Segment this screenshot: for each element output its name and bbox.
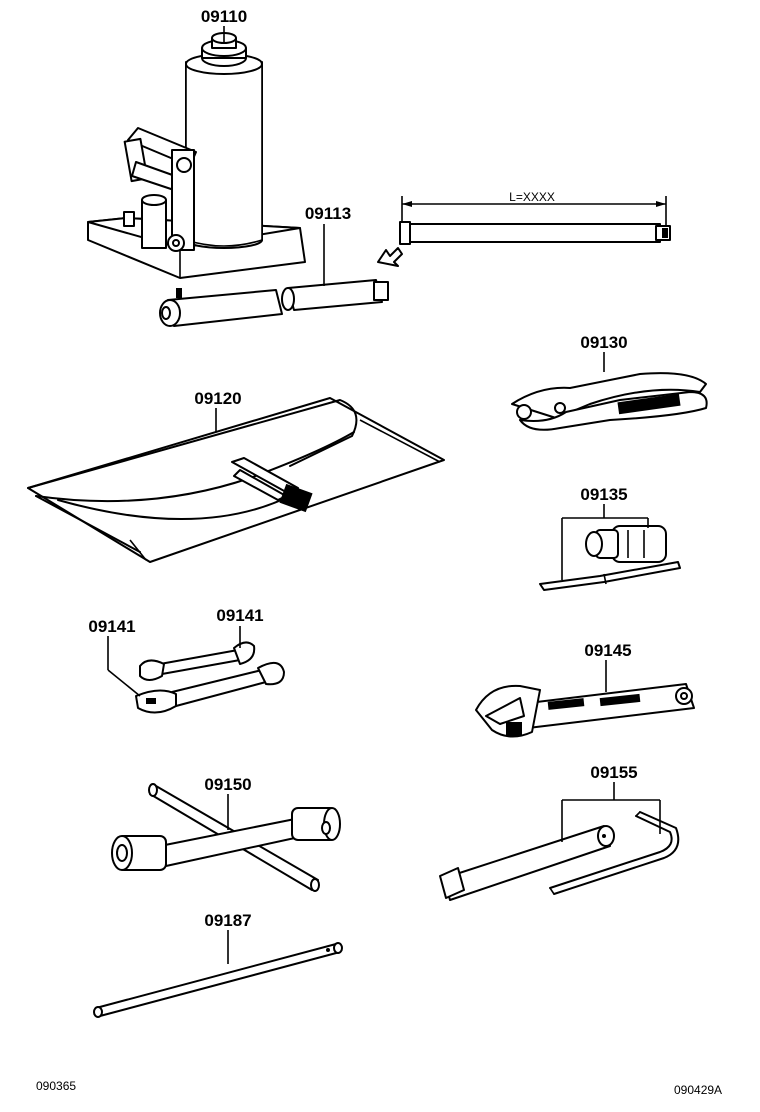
leader-lines: [107, 26, 661, 964]
part-number-labels: 09110 09113 09120 09130 09135 09141 0914…: [88, 7, 637, 930]
open-end-wrenches-illustration: [135, 641, 285, 714]
footer: 090365 090429A: [36, 1079, 722, 1097]
part-label-adjustable-wrench: 09145: [584, 641, 631, 660]
lug-wrench-illustration: [111, 783, 341, 892]
pliers-illustration: [511, 372, 708, 431]
part-label-pliers: 09130: [580, 333, 627, 352]
part-label-screwdriver: 09135: [580, 485, 627, 504]
plug-wrench-illustration: [439, 811, 680, 901]
bar-illustration: [93, 942, 343, 1018]
screwdriver-illustration: [539, 525, 681, 591]
length-label: L=XXXX: [509, 190, 555, 204]
tool-bag-illustration: [27, 397, 445, 563]
part-label-jack-handle: 09113: [305, 204, 351, 223]
footer-right-code: 090429A: [674, 1083, 722, 1097]
part-label-bar: 09187: [204, 911, 251, 930]
part-label-lug-wrench: 09150: [204, 775, 251, 794]
jack-illustration: [87, 32, 306, 279]
adjustable-wrench-illustration: [475, 683, 695, 738]
part-label-wrench-left: 09141: [88, 617, 135, 636]
part-label-tool-bag: 09120: [194, 389, 241, 408]
part-label-wrench-right: 09141: [216, 606, 263, 625]
jack-handle-illustration: [159, 196, 671, 327]
part-label-plug-wrench: 09155: [590, 763, 637, 782]
part-label-jack: 09110: [201, 7, 247, 26]
footer-left-code: 090365: [36, 1079, 76, 1093]
